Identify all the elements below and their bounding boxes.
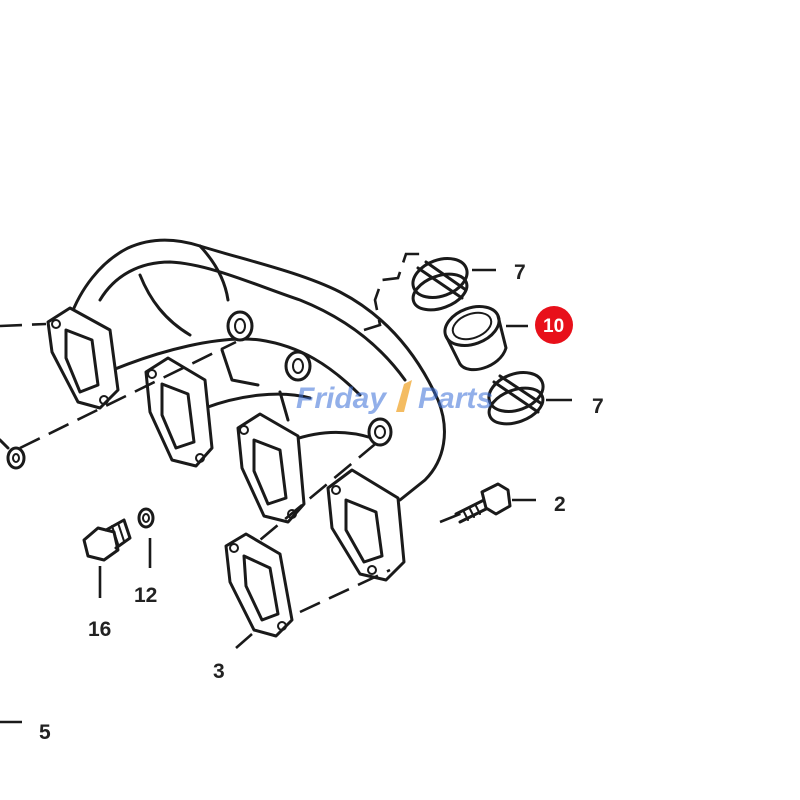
callout-10: 10 [543, 316, 564, 337]
bolt [454, 482, 512, 524]
sleeve [443, 305, 508, 372]
sealing-washer [137, 507, 155, 529]
watermark-accent-icon [396, 380, 412, 412]
assembly-dashed-lines [0, 252, 471, 614]
clamp-upper [411, 257, 469, 312]
watermark: Friday Parts [296, 380, 493, 415]
clamp-lower [487, 371, 545, 426]
callout-7-upper: 7 [514, 261, 526, 284]
callout-16: 16 [88, 618, 111, 641]
callout-7-lower: 7 [592, 395, 604, 418]
highlight-badge [535, 306, 573, 344]
callout-3: 3 [213, 660, 225, 683]
gasket [224, 532, 294, 638]
watermark-text-friday: Friday [296, 382, 387, 415]
exhaust-manifold [46, 238, 446, 582]
callout-2: 2 [554, 493, 566, 516]
callout-12: 12 [134, 584, 157, 607]
leader-lines [0, 268, 572, 724]
callout-5: 5 [39, 721, 51, 744]
watermark-text-parts: Parts [418, 382, 493, 415]
drain-plug [82, 518, 132, 562]
left-washer [0, 438, 26, 470]
